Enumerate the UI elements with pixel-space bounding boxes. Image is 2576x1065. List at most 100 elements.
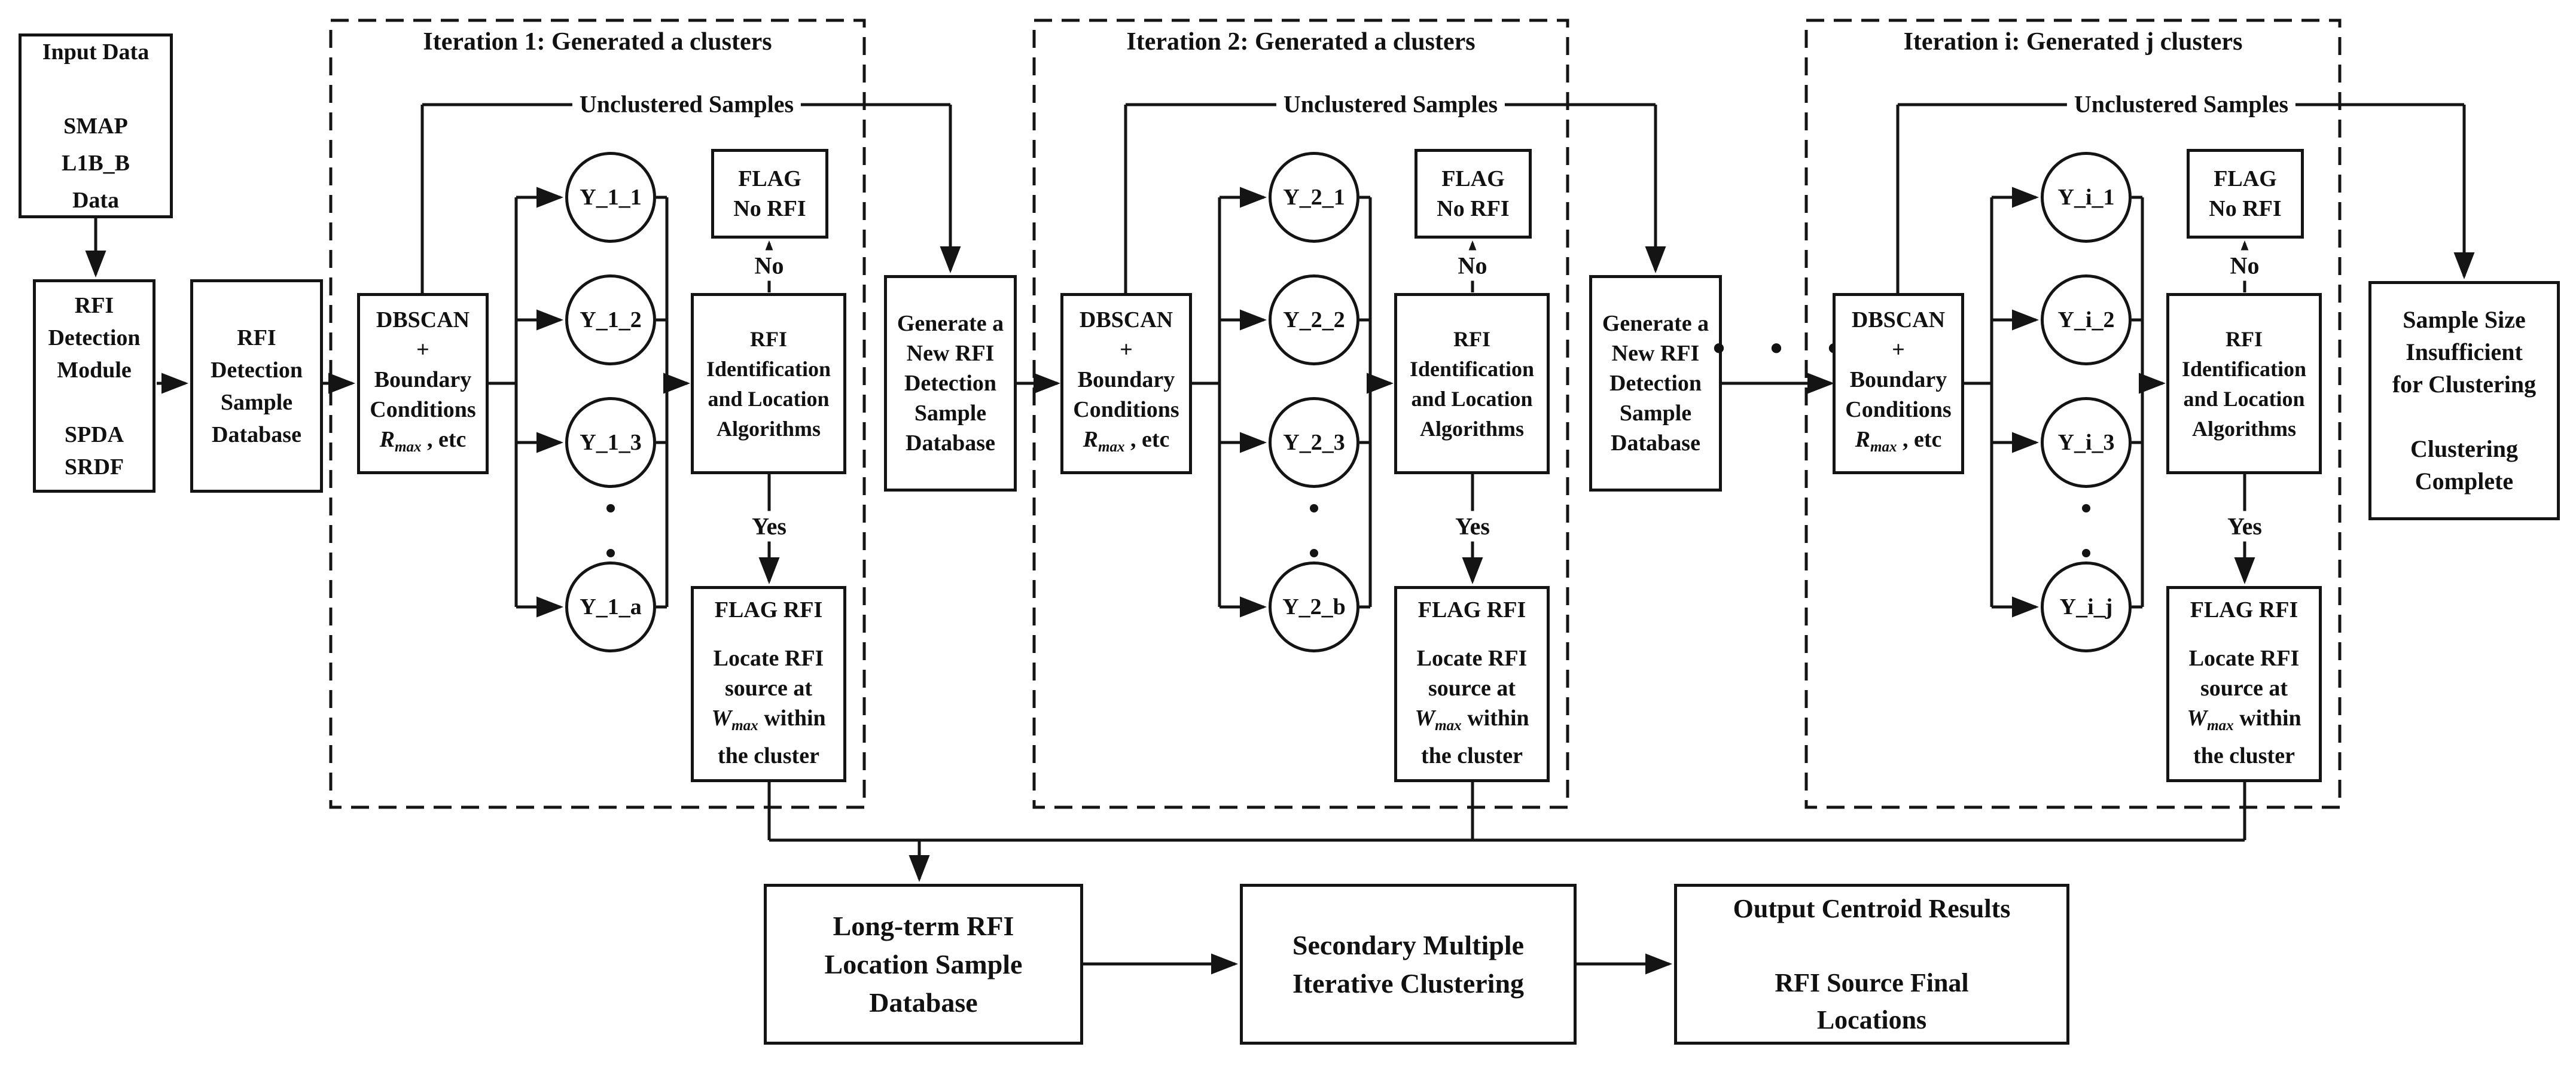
rfi-identification-text: RFI Identification and Location Algorith…: [706, 326, 831, 441]
locate-rfi-text: Locate RFI source at: [1416, 646, 1528, 701]
wmax-symbol: W: [2187, 706, 2208, 731]
locate-rfi-last-line: the cluster: [2193, 743, 2295, 768]
dbscan-text: DBSCAN + Boundary Conditions: [1845, 307, 1952, 422]
iteration-2-flag-no-rfi-box: FLAG No RFI: [1414, 149, 1532, 239]
iteration-1-cluster-node-1: Y_1_1: [565, 152, 656, 243]
output-centroid-results-box: Output Centroid Results RFI Source Final…: [1674, 884, 2069, 1045]
dbscan-parameter: Rmax , etc: [1083, 425, 1170, 462]
flag-no-rfi-text: FLAG No RFI: [2209, 166, 2282, 221]
cluster-label: Y_2_3: [1283, 430, 1345, 455]
cluster-label: Y_2_b: [1282, 594, 1346, 620]
iteration-1-dbscan-box: DBSCAN + Boundary Conditions Rmax , etc: [357, 293, 489, 474]
locate-rfi-text: Locate RFI source at: [2188, 646, 2300, 701]
flag-rfi-title: FLAG RFI: [1417, 597, 1526, 622]
iteration-i-yes-label: Yes: [2224, 511, 2266, 542]
param-suffix: , etc: [1124, 427, 1170, 452]
sample-size-insufficient-box: Sample Size Insufficient for Clustering …: [2368, 281, 2560, 520]
cluster-label: Y_i_3: [2057, 430, 2115, 455]
rfi-detection-module-text: RFI Detection Module SPDA SRDF: [48, 292, 141, 480]
param-subscript: max: [1098, 439, 1125, 455]
dbscan-parameter: Rmax , etc: [380, 425, 467, 462]
iteration-1-cluster-node-3: Y_1_3: [565, 397, 656, 488]
iteration-ellipsis: • • •: [1712, 328, 1858, 368]
cluster-label: Y_i_j: [2059, 594, 2113, 620]
param-symbol: R: [379, 427, 395, 452]
cluster-label: Y_1_a: [580, 594, 642, 620]
locate-rfi-wmax-line: Wmax within: [711, 703, 825, 741]
iteration-1-unclustered-samples-label: Unclustered Samples: [572, 90, 801, 118]
flag-no-rfi-text: FLAG No RFI: [1437, 166, 1510, 221]
dbscan-parameter: Rmax , etc: [1855, 425, 1942, 462]
iteration-i-dbscan-box: DBSCAN + Boundary Conditions Rmax , etc: [1833, 293, 1964, 474]
generate-new-rfi-database-box-2: Generate a New RFI Detection Sample Data…: [1589, 275, 1722, 492]
generate-new-rfi-database-text: Generate a New RFI Detection Sample Data…: [1602, 311, 1709, 456]
locate-rfi-last-line: the cluster: [718, 743, 819, 768]
wmax-suffix: within: [1461, 706, 1529, 731]
cluster-label: Y_i_1: [2057, 185, 2115, 210]
iteration-2-rfi-identification-box: RFI Identification and Location Algorith…: [1394, 293, 1550, 474]
cluster-label: Y_i_2: [2057, 307, 2115, 332]
rfi-identification-text: RFI Identification and Location Algorith…: [2181, 326, 2306, 441]
flag-rfi-title: FLAG RFI: [714, 597, 823, 622]
input-data-text: Input Data SMAP L1B_B Data: [42, 39, 150, 213]
wmax-subscript: max: [1435, 718, 1462, 734]
iteration-i-title: Iteration i: Generated j clusters: [1903, 28, 2243, 56]
vertical-ellipsis-dot: [2082, 504, 2090, 512]
param-subscript: max: [1870, 439, 1897, 455]
iteration-2-cluster-node-3: Y_2_3: [1269, 397, 1359, 488]
iteration-i-flag-no-rfi-box: FLAG No RFI: [2187, 149, 2304, 239]
vertical-ellipsis-dot: [606, 504, 615, 512]
iteration-2-dbscan-box: DBSCAN + Boundary Conditions Rmax , etc: [1060, 293, 1192, 474]
long-term-rfi-database-box: Long-term RFI Location Sample Database: [764, 884, 1083, 1045]
wmax-suffix: within: [2233, 706, 2301, 731]
secondary-clustering-box: Secondary Multiple Iterative Clustering: [1240, 884, 1577, 1045]
vertical-ellipsis-dot: [1310, 504, 1318, 512]
iteration-i-cluster-node-1: Y_i_1: [2041, 152, 2132, 243]
iteration-1-title: Iteration 1: Generated a clusters: [423, 28, 772, 56]
iteration-i-cluster-node-2: Y_i_2: [2041, 274, 2132, 365]
cluster-label: Y_1_3: [580, 430, 642, 455]
long-term-rfi-database-text: Long-term RFI Location Sample Database: [824, 910, 1023, 1018]
cluster-label: Y_1_1: [580, 185, 642, 210]
locate-rfi-text: Locate RFI source at: [713, 646, 824, 701]
iteration-i-cluster-node-last: Y_i_j: [2041, 562, 2132, 652]
iteration-2-flag-rfi-box: FLAG RFI Locate RFI source at Wmax withi…: [1394, 586, 1550, 782]
rfi-detection-sample-database-text: RFI Detection Sample Database: [210, 325, 303, 447]
wmax-subscript: max: [2207, 718, 2234, 734]
param-symbol: R: [1855, 427, 1870, 452]
iteration-1-flag-rfi-box: FLAG RFI Locate RFI source at Wmax withi…: [691, 586, 846, 782]
param-suffix: , etc: [1897, 427, 1942, 452]
input-data-box: Input Data SMAP L1B_B Data: [19, 33, 173, 218]
iteration-1-flag-no-rfi-box: FLAG No RFI: [711, 149, 828, 239]
dbscan-text: DBSCAN + Boundary Conditions: [370, 307, 476, 422]
vertical-ellipsis-dot: [2082, 549, 2090, 557]
sample-size-insufficient-text: Sample Size Insufficient for Clustering …: [2392, 306, 2537, 495]
output-centroid-results-text: Output Centroid Results RFI Source Final…: [1733, 893, 2011, 1035]
param-subscript: max: [394, 439, 422, 455]
rfi-detection-sample-database-box: RFI Detection Sample Database: [190, 279, 323, 493]
wmax-subscript: max: [731, 718, 758, 734]
wmax-symbol: W: [711, 706, 732, 731]
wmax-suffix: within: [758, 706, 826, 731]
cluster-label: Y_2_1: [1283, 185, 1345, 210]
iteration-1-rfi-identification-box: RFI Identification and Location Algorith…: [691, 293, 846, 474]
locate-rfi-wmax-line: Wmax within: [2187, 703, 2301, 741]
param-symbol: R: [1083, 427, 1098, 452]
iteration-2-no-label: No: [1454, 250, 1491, 281]
iteration-i-no-label: No: [2226, 250, 2263, 281]
iteration-2-cluster-node-last: Y_2_b: [1269, 562, 1359, 652]
locate-rfi-last-line: the cluster: [1421, 743, 1523, 768]
iteration-2-cluster-node-1: Y_2_1: [1269, 152, 1359, 243]
iteration-1-cluster-node-last: Y_1_a: [565, 562, 656, 652]
secondary-clustering-text: Secondary Multiple Iterative Clustering: [1292, 929, 1525, 999]
locate-rfi-wmax-line: Wmax within: [1414, 703, 1529, 741]
iteration-i-unclustered-samples-label: Unclustered Samples: [2066, 90, 2296, 118]
rfi-identification-text: RFI Identification and Location Algorith…: [1409, 326, 1534, 441]
iteration-2-unclustered-samples-label: Unclustered Samples: [1276, 90, 1505, 118]
generate-new-rfi-database-box-1: Generate a New RFI Detection Sample Data…: [884, 275, 1017, 492]
iteration-2-yes-label: Yes: [1452, 511, 1493, 542]
iteration-2-cluster-node-2: Y_2_2: [1269, 274, 1359, 365]
iteration-i-cluster-node-3: Y_i_3: [2041, 397, 2132, 488]
cluster-label: Y_2_2: [1283, 307, 1345, 332]
